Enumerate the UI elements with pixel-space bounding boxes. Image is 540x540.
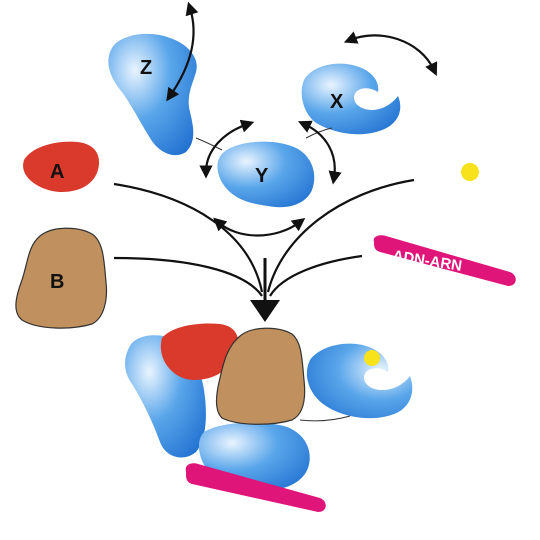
complex-component-b: [215, 327, 306, 425]
rotation-arrow-x-icon: [343, 31, 438, 76]
label-b: B: [50, 271, 64, 293]
label-z: Z: [140, 57, 152, 79]
complex-ligand-dot-icon: [364, 350, 380, 366]
rotation-arrow-y-bottom-icon: [213, 217, 306, 237]
complex-link: [299, 415, 351, 422]
label-a: A: [50, 161, 64, 183]
assembled-complex: [125, 323, 413, 512]
complex-protein-x: [306, 343, 413, 419]
rotation-arrow-y-left-icon: [199, 119, 255, 179]
complex-nucleic-acid: [185, 463, 326, 512]
label-x: X: [330, 91, 344, 113]
protein-x: X: [301, 31, 438, 135]
complex-component-a: [160, 323, 239, 380]
component-a: A: [23, 141, 100, 192]
nucleic-acid-strand: ADN-ARN: [373, 235, 516, 286]
rotation-arrow-y-right-icon: [297, 120, 342, 185]
convergence-arrows-icon: [113, 178, 415, 322]
component-b: B: [15, 227, 108, 329]
protein-z: Z: [108, 1, 199, 156]
ligand-dot-icon: [461, 163, 479, 181]
label-y: Y: [255, 165, 269, 187]
protein-y: Y: [199, 119, 342, 237]
rotation-arrow-z-icon: [166, 1, 199, 102]
